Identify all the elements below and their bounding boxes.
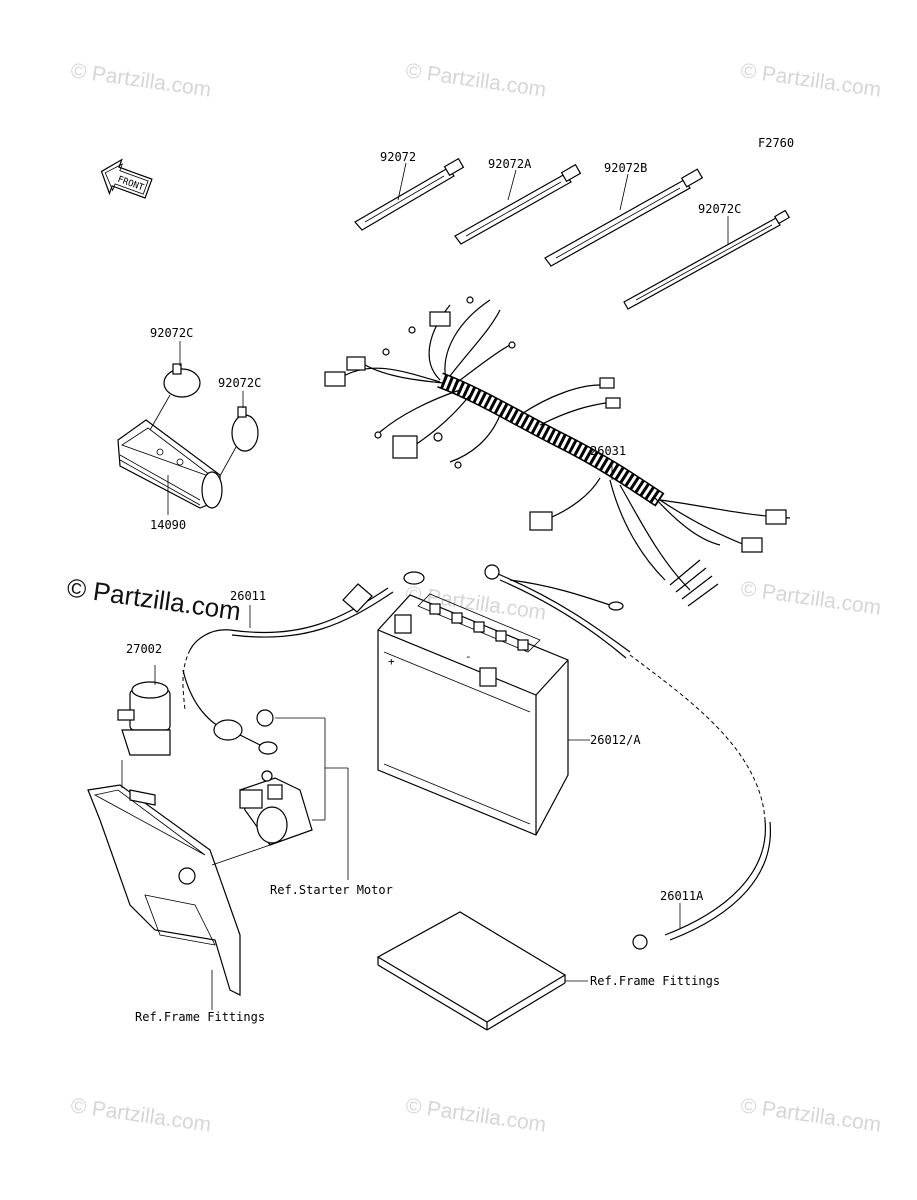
connector-c-icon [429,311,451,327]
watermark-bottom-left: © Partzilla.com [69,1094,212,1136]
svg-text:-: - [465,650,472,663]
label-92072: 92072 [380,150,416,164]
label-92072c-left-1: 92072C [150,326,193,340]
starter-solenoid [239,709,349,880]
relay-27002 [117,681,171,756]
label-92072a: 92072A [488,157,532,171]
battery-terminal-positive-icon [479,667,497,687]
watermark-bottom-right: © Partzilla.com [739,1094,882,1136]
battery-lead-26011 [182,571,425,755]
connector-e-icon [529,511,553,531]
watermark-middle-right: © Partzilla.com [739,577,882,619]
svg-text:+: + [388,655,395,668]
connector-h-icon [741,537,763,553]
battery-26012a: + - [377,593,569,836]
label-26011a: 26011A [660,889,704,903]
connector-b-icon [346,356,366,371]
connector-a-icon [324,371,346,387]
cover-14090 [117,419,223,509]
label-92072b: 92072B [604,161,647,175]
connector-i-icon [765,509,787,525]
wiring-harness-26031 [324,296,791,607]
front-arrow-icon: FRONT [100,158,153,199]
loop-tie-left-2 [231,406,259,452]
ref-starter-motor: Ref.Starter Motor [270,883,393,897]
watermark-bottom-center: © Partzilla.com [404,1094,547,1136]
connector-f-icon [599,377,615,389]
label-26011: 26011 [230,589,266,603]
nut-icon [256,709,274,727]
watermark-top-right: © Partzilla.com [739,59,882,101]
cable-tie-92072c [623,209,791,310]
connector-g-icon [605,397,621,409]
label-26012a: 26012/A [590,733,641,747]
cable-tie-92072b [544,168,704,267]
label-27002: 27002 [126,642,162,656]
label-92072c-left-2: 92072C [218,376,261,390]
loop-tie-left-1 [163,363,201,398]
diagram-code: F2760 [758,136,794,150]
watermark-top-left: © Partzilla.com [69,59,212,101]
watermark-top-center: © Partzilla.com [404,59,547,101]
label-26031: 26031 [590,444,626,458]
watermark-brand: © Partzilla.com [65,572,243,626]
battery-terminal-negative-icon [394,614,412,634]
battery-bracket [87,760,271,996]
ref-frame-fittings-left: Ref.Frame Fittings [135,1010,265,1024]
ref-frame-fittings-right: Ref.Frame Fittings [590,974,720,988]
cable-tie-92072a [454,163,582,245]
battery-pad [376,911,567,1031]
connector-d-icon [392,435,418,459]
label-92072c-top: 92072C [698,202,741,216]
label-14090: 14090 [150,518,186,532]
cable-tie-92072 [354,157,465,231]
battery-lead-26011a [484,564,771,950]
